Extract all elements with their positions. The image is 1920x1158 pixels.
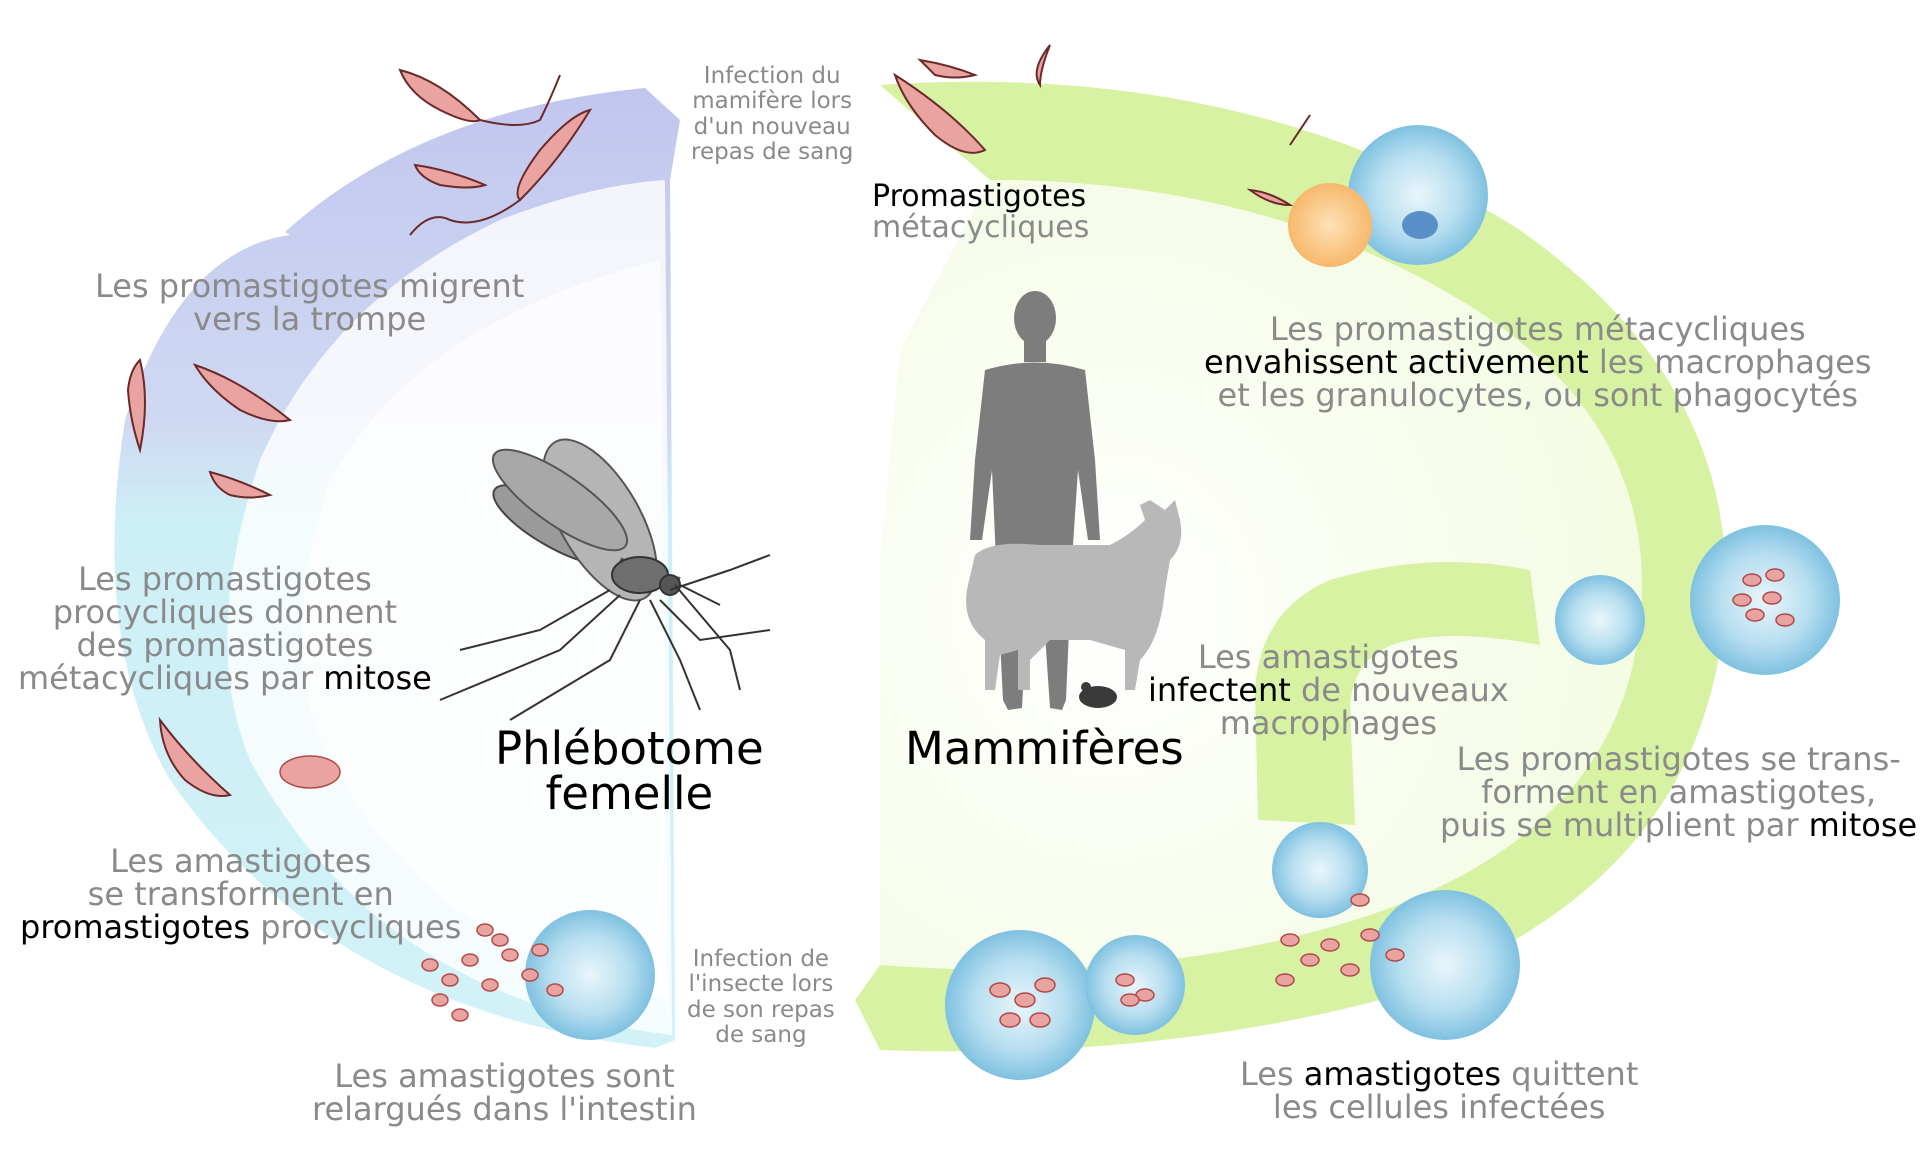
label-transform-multiply: Les promastigotes se trans- forment en a… — [1440, 743, 1917, 842]
label-amast-transform: Les amastigotes se transforment en proma… — [20, 845, 461, 944]
label-infection-mammal-line1: Infection du — [703, 63, 841, 89]
mammal-inner-hook — [1255, 562, 1540, 825]
label-metacyclic-line1: Promastigotes — [872, 179, 1087, 214]
sandfly-title: Phlébotome femelle — [495, 726, 764, 816]
label-migrate-line2: vers la trompe — [193, 299, 427, 338]
mouse-silhouette — [1079, 686, 1117, 708]
label-transform-line2: forment en amastigotes, — [1481, 772, 1877, 811]
label-invade-line1: Les promastigotes métacycliques — [1269, 310, 1806, 348]
sandfly-illustration — [439, 438, 771, 721]
sandfly-title-line2: femelle — [545, 767, 714, 820]
label-transform-line1: Les promastigotes se trans- — [1456, 740, 1901, 778]
label-infect-new-line1: Les amastigotes — [1197, 638, 1459, 676]
label-migrate-line1: Les promastigotes migrent — [95, 267, 525, 305]
label-metacyclic: Promastigotes métacycliques — [872, 179, 1090, 245]
label-released: Les amastigotes sont relargués dans l'in… — [312, 1060, 697, 1126]
label-invade: Les promastigotes métacycliques envahiss… — [1204, 313, 1872, 412]
label-infection-insect-line4: de sang — [715, 1021, 807, 1048]
label-procyclic-line3: des promastigotes — [76, 625, 374, 664]
label-infection-insect-line3: de son repas — [687, 996, 835, 1023]
label-infection-insect-line2: l'insecte lors — [688, 971, 834, 998]
label-amast-transform-line1: Les amastigotes — [110, 842, 372, 880]
label-migrate: Les promastigotes migrent vers la trompe — [95, 270, 524, 336]
label-procyclic-line4: métacycliques par mitose — [18, 658, 432, 697]
sandfly-title-line1: Phlébotome — [495, 722, 764, 775]
mammals-title: Mammifères — [905, 722, 1184, 775]
label-invade-line3: et les granulocytes, ou sont phagocytés — [1217, 375, 1859, 414]
promastigotes-flagellates — [126, 44, 1311, 797]
label-procyclic-line2: procycliques donnent — [52, 592, 398, 631]
label-procyclic-line1: Les promastigotes — [78, 560, 372, 598]
label-released-line1: Les amastigotes sont — [334, 1057, 675, 1095]
dog-silhouette — [966, 500, 1182, 690]
label-infection-mammal: Infection du mamifère lors d'un nouveau … — [691, 63, 854, 165]
label-transform-line3: puis se multiplient par mitose — [1440, 805, 1918, 844]
keyword-mitose: mitose — [323, 658, 432, 697]
keyword-promastigotes: promastigotes — [20, 907, 251, 946]
keyword-infectent: infectent — [1148, 670, 1291, 709]
label-leave-line2: les cellules infectées — [1272, 1087, 1606, 1126]
label-invade-line2: envahissent activement les macrophages — [1204, 342, 1872, 381]
label-infect-new-line3: macrophages — [1219, 703, 1437, 742]
label-infection-mammal-line2: mamifère lors — [692, 88, 853, 115]
keyword-mitose-2: mitose — [1808, 805, 1918, 844]
amastigotes-clusters — [279, 568, 1795, 1028]
label-amast-transform-line3: promastigotes procycliques — [20, 907, 462, 946]
label-infect-new-line2: infectent de nouveaux — [1148, 670, 1509, 709]
keyword-amastigotes: amastigotes — [1303, 1055, 1502, 1093]
label-infection-mammal-line4: repas de sang — [691, 138, 854, 165]
label-metacyclic-line2: métacycliques — [872, 209, 1090, 245]
mammal-cycle-band — [855, 81, 1726, 1052]
label-amast-transform-line2: se transforment en — [87, 874, 394, 913]
label-released-line2: relargués dans l'intestin — [312, 1089, 697, 1128]
label-infect-new: Les amastigotes infectent de nouveaux ma… — [1148, 641, 1509, 740]
label-leave-cells: Les amastigotes quittent les cellules in… — [1240, 1058, 1638, 1124]
label-leave-line1: Les amastigotes quittent — [1240, 1055, 1639, 1093]
label-procyclic-mitosis: Les promastigotes procycliques donnent d… — [18, 563, 432, 695]
label-infection-insect-line1: Infection de — [692, 946, 830, 972]
keyword-envahissent: envahissent activement — [1204, 342, 1589, 381]
label-infection-mammal-line3: d'un nouveau — [693, 113, 851, 140]
label-infection-insect: Infection de l'insecte lors de son repas… — [687, 946, 835, 1048]
